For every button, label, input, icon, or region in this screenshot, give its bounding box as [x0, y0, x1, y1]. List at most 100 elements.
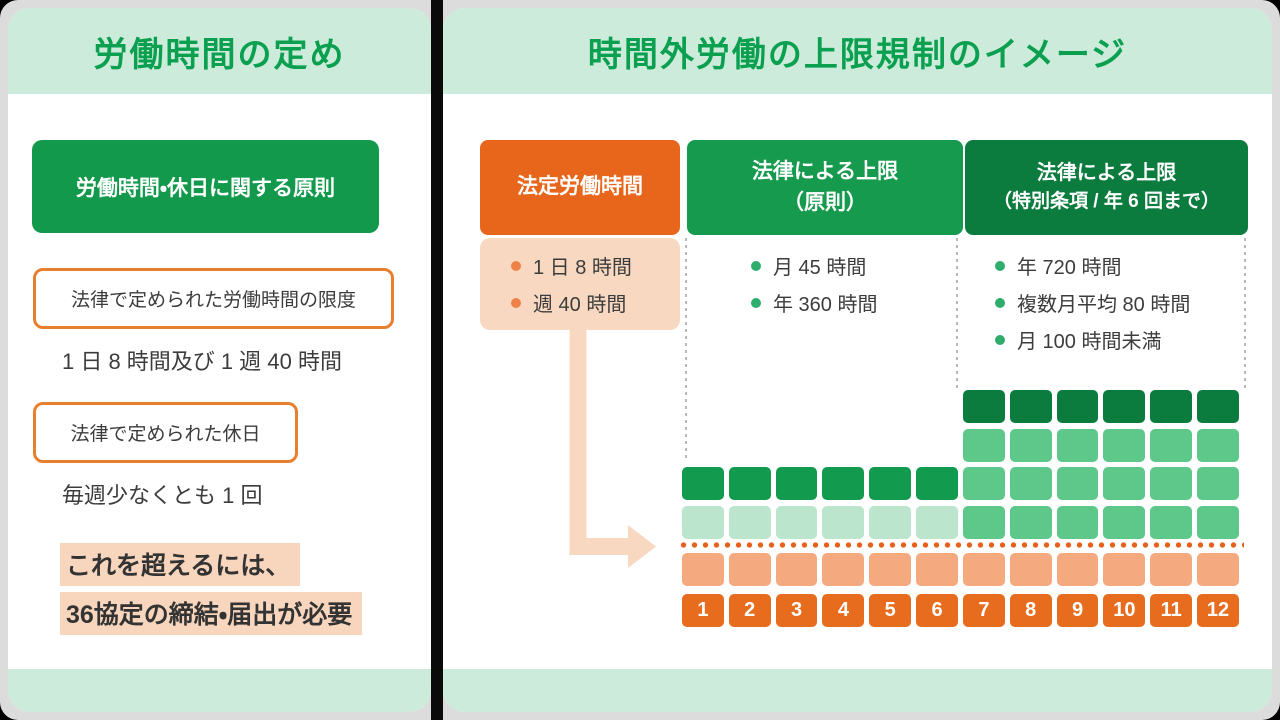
chart-cell-medium: [1103, 505, 1146, 539]
chart-cell-salmon: [728, 553, 771, 586]
statutory-hours-label: 法定労働時間: [517, 175, 643, 199]
bullet-dot-icon: [995, 334, 1005, 345]
bullet-text: 1 日 8 時間: [533, 257, 632, 279]
chart-cell-salmon: [1150, 553, 1193, 586]
chart-cell-salmon: [775, 553, 818, 586]
working-hours-limit-label: 法律で定められた労働時間の限度: [70, 290, 356, 311]
chart-cell-dark: [962, 390, 1005, 423]
chart-cell-pale: [822, 505, 865, 539]
chart-cell-dark: [1103, 390, 1146, 423]
special-limit-bullets: 年 720 時間複数月平均 80 時間月 100 時間未満: [995, 251, 1190, 362]
chart-cell-dark: [1056, 390, 1099, 423]
month-cell: 4: [822, 594, 865, 627]
principle-limit-bullets: 月 45 時間年 360 時間: [751, 251, 877, 325]
chart-cell-medium: [1056, 505, 1099, 539]
month-cell: 6: [916, 594, 958, 627]
grid-row: [682, 428, 1239, 462]
chart-cell-salmon: [1056, 553, 1099, 586]
bullet-item: 月 45 時間: [751, 251, 877, 280]
guide-dotted-line-left: [685, 238, 687, 462]
month-cell: 8: [1009, 594, 1052, 627]
bullet-item: 1 日 8 時間: [511, 251, 632, 280]
chart-cell-salmon: [869, 553, 912, 586]
bullet-dot-icon: [995, 260, 1005, 271]
chart-cell-medium: [1103, 467, 1146, 500]
month-cell: 3: [775, 594, 818, 627]
chart-cell-medium: [1197, 505, 1239, 539]
working-hours-limit-box: 法律で定められた労働時間の限度: [33, 268, 394, 329]
chart-cell-medium: [1150, 467, 1193, 500]
right-panel-title: 時間外労働の上限規制のイメージ: [587, 35, 1128, 74]
month-cell: 5: [869, 594, 912, 627]
bullet-dot-icon: [995, 297, 1005, 308]
working-hours-limit-detail: 1 日 8 時間及び 1 週 40 時間: [62, 349, 342, 374]
bullet-dot-icon: [751, 260, 761, 271]
chart-cell-strong: [916, 467, 958, 500]
grid-row: [682, 505, 1239, 539]
bullet-text: 月 100 時間未満: [1017, 331, 1162, 353]
statutory-arrow-icon: [569, 330, 656, 568]
bullet-text: 年 360 時間: [773, 294, 878, 316]
bullet-item: 週 40 時間: [511, 288, 632, 317]
bullet-item: 月 100 時間未満: [995, 325, 1190, 354]
right-panel-footer: [443, 669, 1272, 712]
chart-cell-medium: [962, 467, 1005, 500]
chart-cell-medium: [962, 505, 1005, 539]
chart-cell-medium: [1009, 505, 1052, 539]
bullet-item: 年 360 時間: [751, 288, 877, 317]
highlight-line-1-text: これを超えるには、: [60, 543, 301, 586]
chart-cell-medium: [1009, 428, 1052, 462]
legal-limit-principle-line1: 法律による上限: [751, 160, 899, 184]
guide-dotted-line-right: [1244, 238, 1246, 388]
chart-cell-strong: [682, 467, 724, 500]
statutory-boundary-dotted-line: [678, 542, 1244, 548]
right-panel-header: 時間外労働の上限規制のイメージ: [443, 8, 1272, 94]
chart-cell-dark: [1150, 390, 1193, 423]
chart-cell-pale: [775, 505, 818, 539]
left-panel-footer: [8, 669, 431, 712]
legal-holiday-box: 法律で定められた休日: [33, 402, 298, 463]
statutory-hours-box: 法定労働時間: [480, 140, 680, 235]
month-cell: 2: [728, 594, 771, 627]
chart-cell-medium: [1150, 428, 1193, 462]
chart-cell-pale: [916, 505, 958, 539]
bullet-dot-icon: [751, 297, 761, 308]
grid-row: [682, 467, 1239, 500]
left-panel-header: 労働時間の定め: [8, 8, 431, 94]
chart-cell-dark: [1009, 390, 1052, 423]
chart-cell-medium: [962, 428, 1005, 462]
legal-holiday-label: 法律で定められた休日: [70, 424, 261, 445]
right-panel: 時間外労働の上限規制のイメージ 法定労働時間 法律による上限 （原則） 法律によ…: [443, 8, 1272, 712]
chart-cell-strong: [822, 467, 865, 500]
guide-dotted-line-middle: [956, 238, 958, 388]
chart-cell-salmon: [1197, 553, 1239, 586]
principle-box-label: 労働時間・休日に関する原則: [75, 176, 336, 200]
month-cell: 10: [1103, 594, 1146, 627]
bullet-dot-icon: [511, 260, 521, 271]
bullet-item: 複数月平均 80 時間: [995, 288, 1190, 317]
highlight-line-2-text: 36協定の締結・届出が必要: [60, 592, 363, 635]
chart-grid: [682, 390, 1239, 590]
month-cell: 7: [962, 594, 1005, 627]
bullet-text: 月 45 時間: [773, 257, 867, 279]
bullet-text: 年 720 時間: [1017, 257, 1122, 279]
chart-cell-medium: [1197, 428, 1239, 462]
chart-cell-salmon: [962, 553, 1005, 586]
principle-box: 労働時間・休日に関する原則: [32, 140, 379, 233]
grid-row: [682, 390, 1239, 423]
chart-cell-medium: [1197, 467, 1239, 500]
chart-cell-salmon: [682, 553, 724, 586]
legal-limit-special-line1: 法律による上限: [1036, 162, 1177, 185]
chart-cell-salmon: [1103, 553, 1146, 586]
legal-limit-special-line2: （特別条項 / 年 6 回まで）: [993, 191, 1220, 213]
chart-cell-pale: [682, 505, 724, 539]
legal-limit-principle-box: 法律による上限 （原則）: [687, 140, 963, 235]
chart-cell-medium: [1056, 428, 1099, 462]
chart-cell-salmon: [916, 553, 958, 586]
grid-row: [682, 553, 1239, 586]
chart-cell-pale: [869, 505, 912, 539]
bullet-dot-icon: [511, 297, 521, 308]
chart-cell-dark: [1197, 390, 1239, 423]
month-cell: 11: [1150, 594, 1193, 627]
